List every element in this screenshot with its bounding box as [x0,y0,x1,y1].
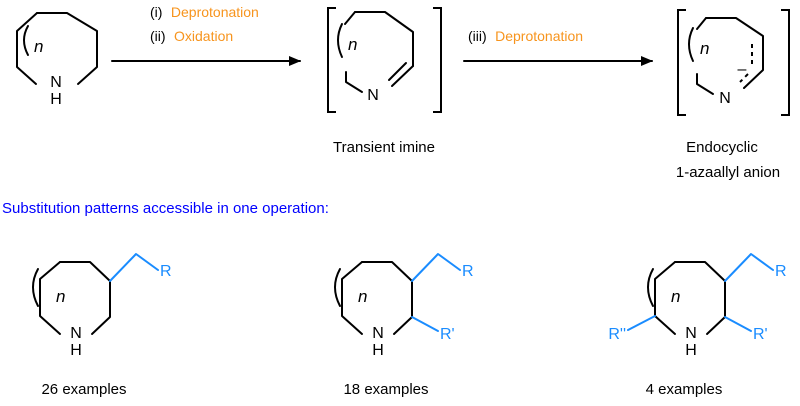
step-1-label: Deprotonation [171,4,259,20]
reaction-step-1-2-conditions: (i) Deprotonation (ii) Oxidation [111,4,301,66]
nitrogen-atom: N [719,90,731,107]
r-prime-group: R' [440,326,455,343]
delocalized-bond-2 [739,73,749,83]
step-2-label: Oxidation [174,28,233,44]
r-double-prime-group: R'' [608,326,626,343]
r-prime-group: R' [753,326,768,343]
alkyl-substituent-chain [724,253,774,282]
ring-size-variable: n [34,37,43,56]
ring-size-paren-open [647,268,654,307]
bracket-right [433,7,442,113]
product-3-structure: n R R' R'' N H 4 examples [608,253,787,398]
ring-size-variable: n [56,287,65,306]
r-group: R [160,263,172,280]
product-2-caption: 18 examples [343,381,428,398]
reaction-step-3-condition: (iii) Deprotonation [463,28,653,66]
ring-size-paren-open [688,27,694,62]
hydrogen-atom: H [372,342,384,359]
step-1-condition: (i) Deprotonation [150,4,259,21]
hydrogen-atom: H [685,342,697,359]
step-3-numeral: (iii) [468,28,487,44]
ring-size-paren-open [23,25,29,56]
r-group: R [462,263,474,280]
transient-imine-structure: n N Transient imine [327,7,442,156]
product-3-caption: 4 examples [646,381,723,398]
step-3-label: Deprotonation [495,28,583,44]
hydrogen-atom: H [70,342,82,359]
r-group: R [775,263,787,280]
bracket-left [327,7,336,113]
alkyl-substituent-chain [411,253,461,282]
step-1-numeral: (i) [150,4,162,20]
starting-amine-structure: n N H [16,12,98,108]
nitrogen-atom: N [372,325,384,342]
product-1-caption: 26 examples [41,381,126,398]
nitrogen-atom: N [685,325,697,342]
nitrogen-atom: N [70,325,82,342]
ring-size-variable: n [671,287,680,306]
ring-size-variable: n [700,39,709,58]
step-2-condition: (ii) Oxidation [150,28,233,45]
r-prime-bond [411,316,439,332]
product-1-structure: n R N H 26 examples [32,253,172,398]
step-3-condition: (iii) Deprotonation [468,28,583,45]
ring-size-paren-open [32,268,39,307]
nitrogen-atom: N [367,87,379,104]
section-heading: Substitution patterns accessible in one … [2,200,329,217]
anion-charge: – [738,61,747,78]
azaallyl-caption-line-1: Endocyclic [686,139,758,156]
transient-imine-caption: Transient imine [333,139,435,156]
product-2-structure: n R R' N H 18 examples [334,253,474,398]
ring-size-paren-open [334,268,341,307]
r-prime-bond [724,316,752,332]
nitrogen-atom: N [50,74,62,91]
nitrogen-atom-label: N [50,74,62,91]
azaallyl-caption-line-2: 1-azaallyl anion [676,164,780,181]
azaallyl-anion-structure: n – N Endocyclic 1-azaallyl anion [676,9,790,181]
bracket-left [677,9,686,116]
bracket-right [781,9,790,116]
ring-size-variable: n [358,287,367,306]
ring-size-paren-open [337,23,343,58]
step-2-numeral: (ii) [150,28,166,44]
ring-size-variable: n [348,35,357,54]
alkyl-substituent-chain [109,253,159,282]
hydrogen-atom: H [50,91,62,108]
r-double-prime-bond [627,315,656,331]
